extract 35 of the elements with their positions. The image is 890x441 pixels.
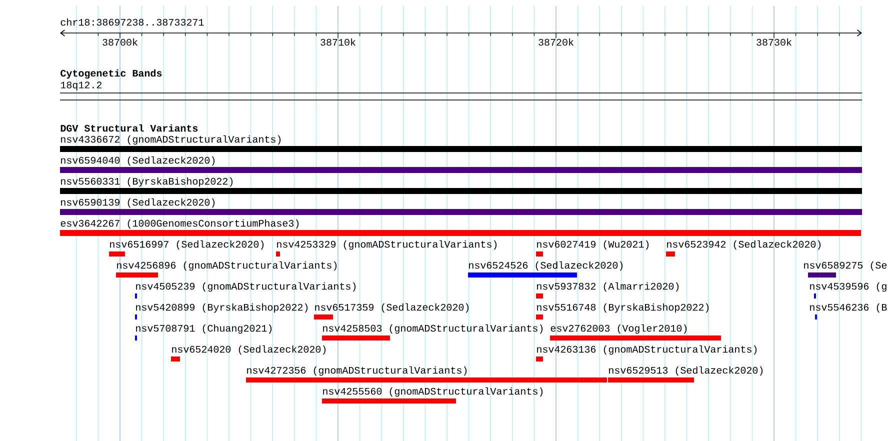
variant-label: nsv6590139 (Sedlazeck2020) (61, 198, 215, 208)
track-title: DGV Structural Variants (60, 124, 198, 132)
variant-label: esv3642267 (1000GenomesConsortiumPhase3) (60, 219, 299, 229)
variant-label: nsv5937832 (Almarri2020) (537, 282, 679, 292)
tick-label: 38720k (538, 38, 574, 46)
track-title: Cytogenetic Bands (60, 69, 162, 79)
variant-label: nsv6524020 (Sedlazeck2020) (172, 345, 326, 355)
variant-label: nsv6027419 (Wu2021) (537, 240, 649, 250)
variant-label: esv2762003 (Vogler2010) (550, 324, 687, 334)
variant-label: nsv5546236 (B (810, 303, 887, 313)
variant-label: nsv4263136 (gnomADStructuralVariants) (537, 345, 757, 355)
variant-label: nsv5516748 (ByrskaBishop2022) (537, 303, 709, 313)
variant-label: nsv4336672 (gnomADStructuralVariants) (61, 135, 281, 145)
variant-label: nsv6589275 (Se (804, 261, 887, 271)
location-text: chr18:38697238..38733271 (60, 18, 204, 26)
variant-label: nsv6594040 (Sedlazeck2020) (61, 156, 215, 166)
variant-label: nsv6529513 (Sedlazeck2020) (609, 366, 763, 376)
variant-label: nsv6517359 (Sedlazeck2020) (315, 303, 469, 313)
variant-label: nsv4272356 (gnomADStructuralVariants) (247, 366, 467, 376)
variant-label: nsv5560331 (ByrskaBishop2022) (61, 177, 233, 187)
variant-label: nsv4258503 (gnomADStructuralVariants) (323, 324, 543, 334)
variant-label: nsv4539596 (g (810, 282, 886, 292)
tick-label: 38730k (756, 38, 792, 46)
variant-label: nsv5708791 (Chuang2021) (136, 324, 272, 334)
variant-label: nsv6523942 (Sedlazeck2020) (667, 240, 821, 250)
variant-label: nsv5420899 (ByrskaBishop2022) (136, 303, 308, 313)
variant-label: nsv4505239 (gnomADStructuralVariants) (136, 282, 356, 292)
variant-label: nsv6516997 (Sedlazeck2020) (110, 240, 264, 250)
variant-label: nsv4256896 (gnomADStructuralVariants) (117, 261, 337, 271)
band-label: 18q12.2 (60, 82, 102, 90)
tick-label: 38700k (102, 38, 138, 46)
variant-label: nsv4253329 (gnomADStructuralVariants) (277, 240, 497, 250)
variant-label: nsv6524526 (Sedlazeck2020) (469, 261, 623, 271)
variant-label: nsv4255560 (gnomADStructuralVariants) (323, 387, 543, 397)
tick-label: 38710k (320, 38, 356, 46)
